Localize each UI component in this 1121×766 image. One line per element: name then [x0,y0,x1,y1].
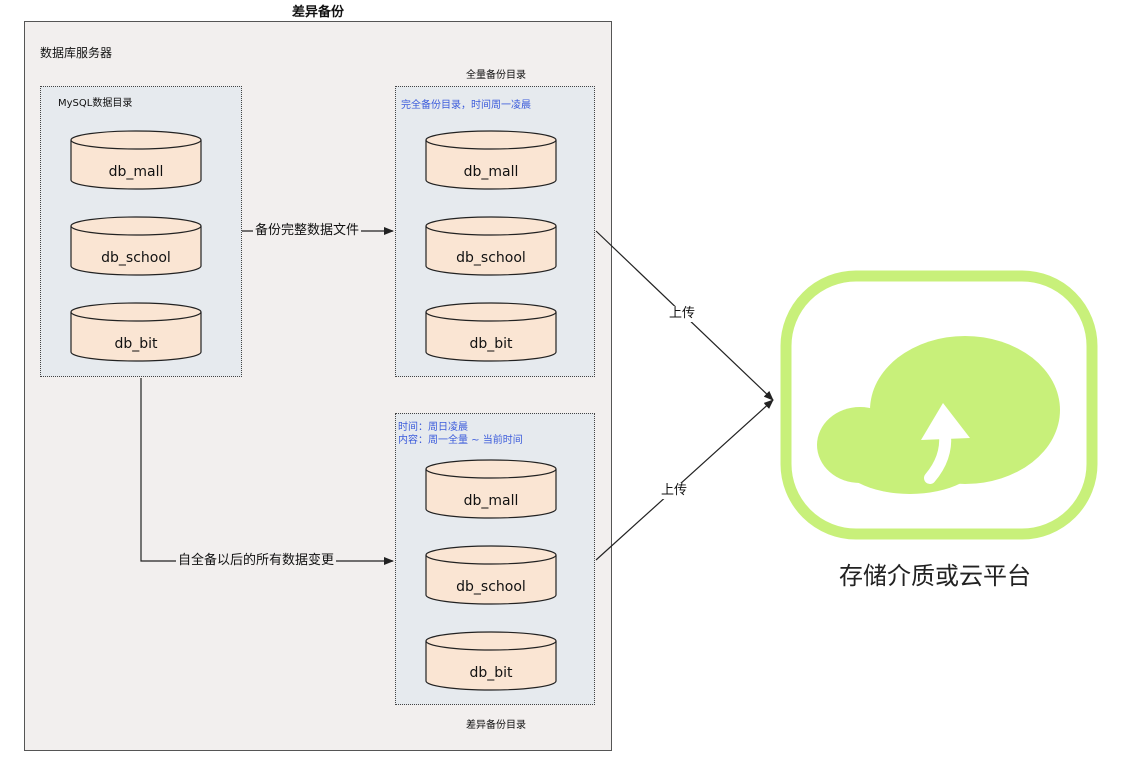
mysql-cylinder-3: db_bit [70,302,202,362]
diff-cylinder-3: db_bit [425,631,557,691]
full-cylinder-2: db_school [425,216,557,276]
storage-label: 存储介质或云平台 [839,562,1031,590]
diagram-title: 差异备份 [291,5,344,20]
full-cylinder-3: db_bit [425,302,557,362]
diff-cylinder-2: db_school [425,545,557,605]
database-name: db_bit [469,336,513,352]
database-name: db_mall [463,493,519,509]
full-backup-inner-label: 完全备份目录，时间周一凌晨 [401,100,531,111]
database-name: db_school [456,579,526,595]
edge-label-upload-2: 上传 [660,483,689,499]
diff-cylinder-1: db_mall [425,459,557,519]
database-name: db_school [101,250,171,266]
edge-label-upload-1: 上传 [668,306,697,322]
cloud-upload-icon [780,270,1098,540]
full-cylinder-1: db_mall [425,130,557,190]
database-name: db_school [456,250,526,266]
diff-backup-dir-label: 差异备份目录 [466,720,526,731]
diff-backup-arrow [140,378,394,565]
database-name: db_bit [469,665,513,681]
diff-backup-content-label: 内容：周一全量 ~ 当前时间 [398,435,523,446]
edge-label-diff-backup: 自全备以后的所有数据变更 [176,553,337,569]
mysql-data-dir-label: MySQL数据目录 [58,98,133,109]
database-name: db_mall [463,164,519,180]
mysql-cylinder-1: db_mall [70,130,202,190]
mysql-cylinder-2: db_school [70,216,202,276]
database-server-label: 数据库服务器 [40,46,113,60]
upload-arrow-2 [595,399,774,561]
diff-backup-time-label: 时间：周日凌晨 [398,422,468,433]
database-name: db_mall [108,164,164,180]
full-backup-dir-label: 全量备份目录 [466,70,526,81]
edge-label-full-backup: 备份完整数据文件 [253,223,362,239]
database-name: db_bit [114,336,158,352]
